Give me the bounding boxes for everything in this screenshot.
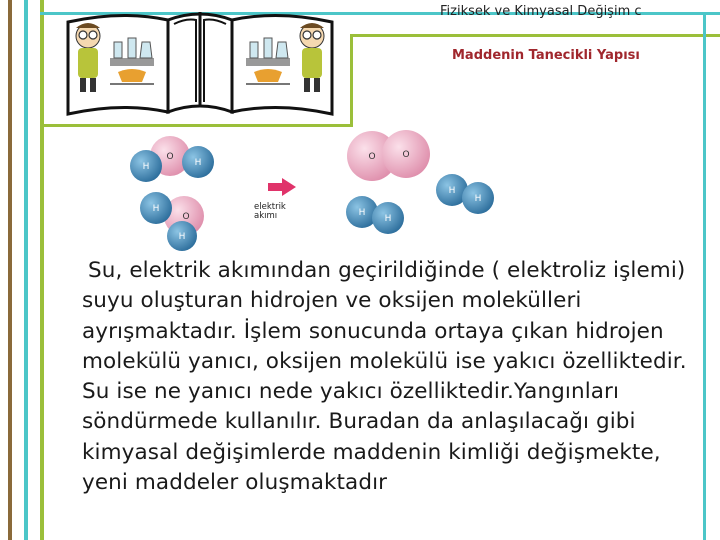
left-frame-brown [8, 0, 12, 540]
body-line-5: Su ise ne yanıcı nede yakıcı özelliktedi… [82, 379, 620, 405]
body-line-7: kimyasal değişimlerde maddenin kimliği d… [82, 439, 661, 465]
atom-label-h: H [195, 158, 202, 168]
electrolysis-molecules-illustration: O H H O H H O O H H H H [130, 130, 494, 251]
atom-label-h: H [153, 204, 160, 214]
body-line-6: söndürmede kullanılır. Buradan da anlaşı… [82, 409, 636, 435]
atom-label-h: H [385, 214, 392, 224]
body-line-4: molekülü yanıcı, oksijen molekülü ise ya… [82, 348, 687, 374]
water-molecule-2: O H H [140, 192, 204, 251]
arrow-label: elektrik akımı [254, 203, 286, 221]
body-line-8: yeni maddeler oluşmaktadır [82, 470, 388, 496]
atom-label-h: H [475, 194, 482, 204]
left-frame-green [40, 0, 44, 540]
body-line-3: ayrışmaktadır. İşlem sonucunda ortaya çı… [82, 318, 664, 344]
inner-frame-green-v [350, 34, 353, 126]
body-line-1: Su, elektrik akımından geçirildiğinde ( … [88, 258, 686, 283]
atom-label-o: O [166, 152, 173, 162]
hydrogen-molecule-1: H H [436, 174, 494, 214]
arrow-label-line2: akımı [254, 211, 278, 221]
oxygen-molecule: O O [347, 130, 430, 181]
body-paragraph: Su, elektrik akımından geçirildiğinde ( … [82, 256, 718, 498]
page-title: Fiziksek ve Kimyasal Değişim c [440, 4, 642, 19]
atom-label-h: H [359, 208, 366, 218]
right-frame-teal [703, 12, 706, 540]
book-scientists-illustration [66, 12, 334, 116]
atom-label-o: O [182, 212, 189, 222]
atom-label-h: H [449, 186, 456, 196]
arrow-label-line1: elektrik [254, 202, 286, 212]
hydrogen-molecule-2: H H [346, 196, 404, 234]
inner-frame-green-h [350, 34, 720, 37]
body-line-2: suyu oluşturan hidrojen ve oksijen molek… [82, 288, 582, 314]
atom-label-o: O [402, 150, 409, 160]
section-title: Maddenin Tanecikli Yapısı [452, 48, 640, 63]
left-frame-teal [24, 0, 28, 540]
atom-label-h: H [143, 162, 150, 172]
water-molecule-1: O H H [130, 136, 214, 182]
arrow-right-icon [268, 178, 296, 196]
top-frame-teal [40, 12, 720, 15]
box-bottom-green [40, 124, 353, 127]
atom-label-o: O [368, 152, 375, 162]
atom-label-h: H [179, 232, 186, 242]
